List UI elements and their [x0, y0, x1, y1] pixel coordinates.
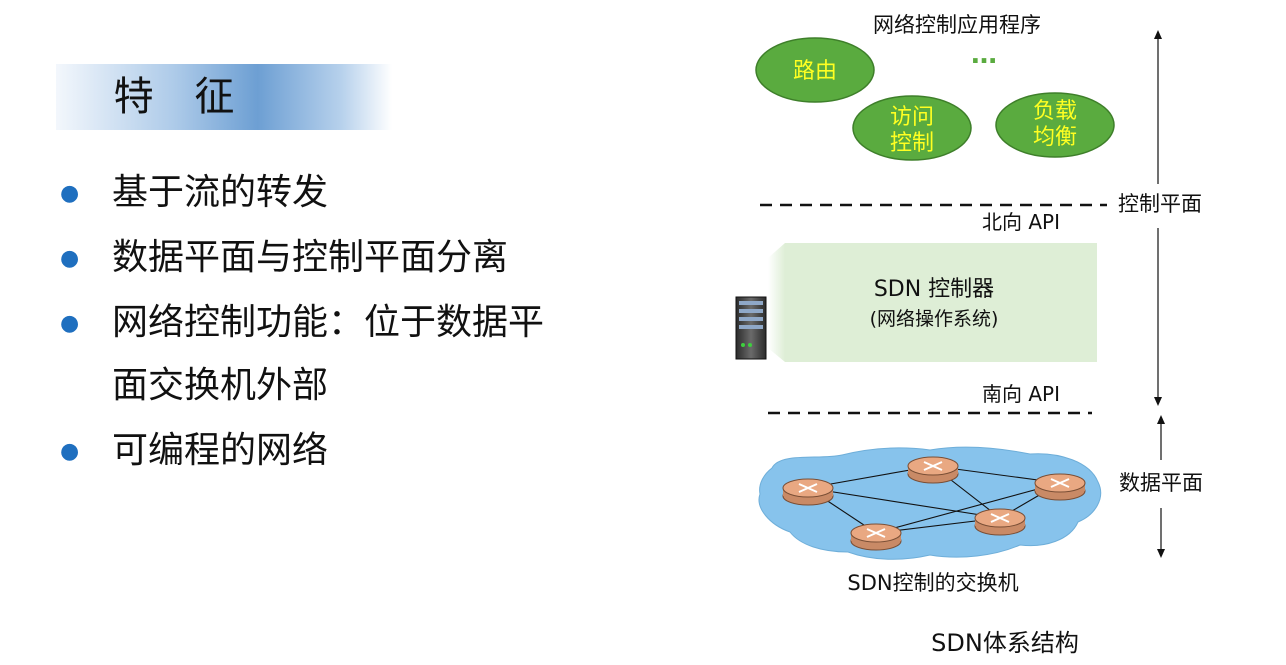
svg-text:控制: 控制	[890, 131, 934, 156]
bullet-text: 可编程的网络	[112, 430, 329, 471]
app-routing: 路由	[755, 37, 875, 103]
controller-shadow	[768, 243, 785, 362]
data-plane-label: 数据平面	[1119, 471, 1203, 495]
bullet-dot: ●	[60, 246, 80, 271]
bullet-text: 网络控制功能：位于数据平	[112, 302, 545, 343]
figure-caption: SDN体系结构	[931, 629, 1079, 657]
southbound-api-label: 南向 API	[982, 382, 1060, 406]
switch-node	[1034, 473, 1086, 501]
switch-node	[850, 523, 902, 551]
bullet-text: 数据平面与控制平面分离	[112, 237, 509, 278]
northbound-api-label: 北向 API	[982, 210, 1060, 234]
slide-title: 特 征	[113, 74, 249, 120]
server-icon	[735, 296, 767, 360]
more-apps-ellipsis: …	[971, 40, 997, 70]
app-access-control: 访问 控制	[852, 95, 972, 161]
svg-text:均衡: 均衡	[1033, 125, 1077, 150]
bullet-text: 基于流的转发	[112, 172, 329, 213]
switch-node	[907, 456, 959, 484]
controller-subtitle: (网络操作系统)	[870, 308, 999, 330]
svg-text:负载: 负载	[1033, 99, 1077, 124]
app-load-balancing: 负载 均衡	[995, 92, 1115, 158]
svg-text:访问: 访问	[890, 105, 934, 130]
control-plane-label: 控制平面	[1118, 192, 1202, 216]
data-plane-arrow	[1157, 415, 1165, 558]
app-routing-label: 路由	[793, 59, 837, 84]
controller-title: SDN 控制器	[874, 277, 994, 302]
switches-label: SDN控制的交换机	[847, 571, 1018, 595]
apps-title: 网络控制应用程序	[873, 13, 1041, 37]
bullet-dot: ●	[60, 439, 80, 464]
switch-node	[974, 508, 1026, 536]
bullet-dot: ●	[60, 311, 80, 336]
control-plane-arrow	[1154, 30, 1162, 406]
switch-node	[782, 478, 834, 506]
bullet-text-continued: 面交换机外部	[112, 365, 329, 406]
title-banner	[56, 64, 392, 130]
bullet-dot: ●	[60, 181, 80, 206]
controller-box	[785, 243, 1097, 362]
